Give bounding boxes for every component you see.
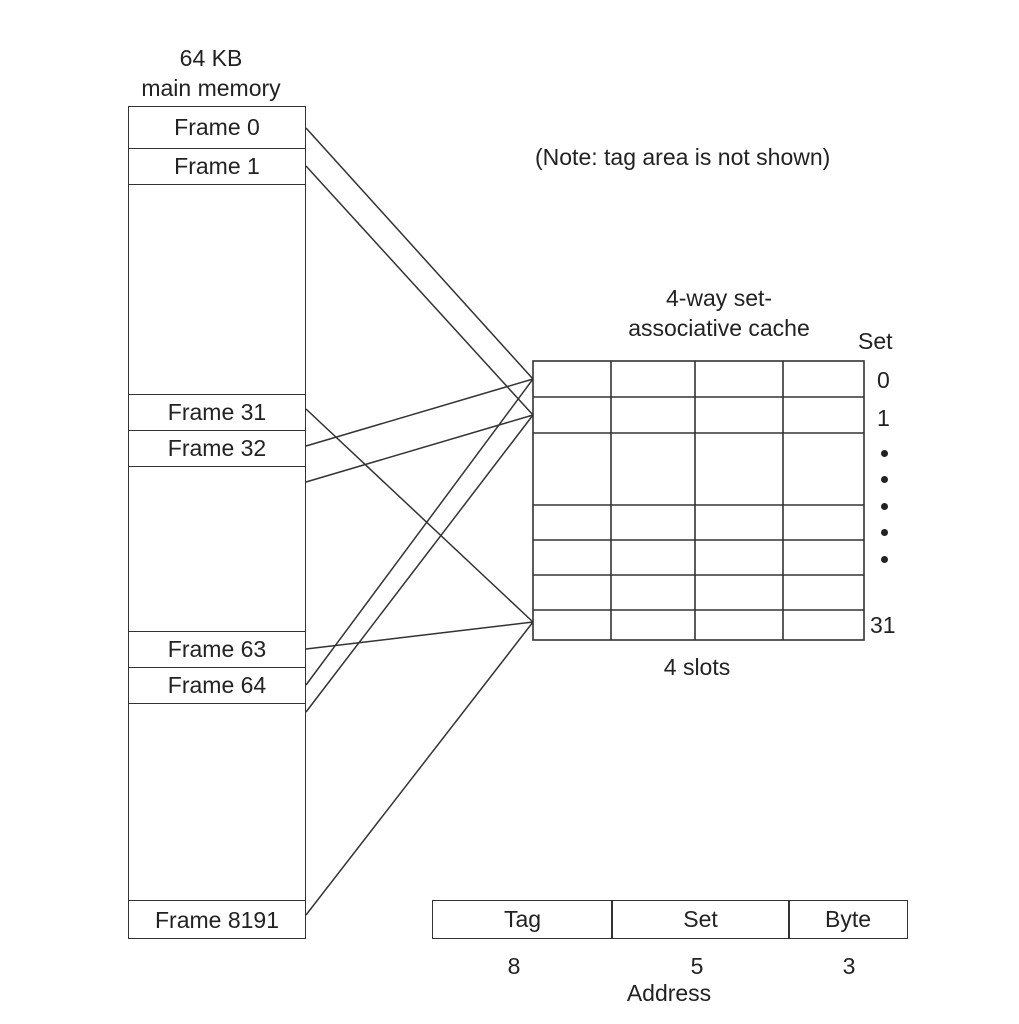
set-label-0: 0 bbox=[877, 367, 890, 393]
ellipsis-dot bbox=[881, 476, 888, 483]
address-bits-set: 5 bbox=[690, 953, 704, 979]
frame-1: Frame 1 bbox=[128, 148, 306, 185]
ellipsis-dot bbox=[881, 556, 888, 563]
memory-title-label: main memory bbox=[141, 75, 281, 101]
line-frame63-set31 bbox=[305, 621, 534, 650]
address-field-byte: Byte bbox=[788, 900, 908, 939]
set-column-header: Set bbox=[858, 328, 893, 354]
frame-8191: Frame 8191 bbox=[128, 900, 306, 939]
note-text: (Note: tag area is not shown) bbox=[535, 144, 831, 170]
slots-label: 4 slots bbox=[663, 654, 731, 680]
ellipsis-dot bbox=[881, 450, 888, 457]
frame-63: Frame 63 bbox=[128, 631, 306, 668]
line-frame32-set0 bbox=[305, 378, 534, 447]
line-frame0-set0 bbox=[305, 127, 534, 380]
frame-64: Frame 64 bbox=[128, 667, 306, 704]
line-frame31-set31 bbox=[305, 408, 534, 623]
line-frame64-set0 bbox=[305, 378, 534, 686]
address-bits-byte: 3 bbox=[842, 953, 856, 979]
mapping-lines bbox=[305, 127, 534, 916]
address-bits-tag: 8 bbox=[507, 953, 521, 979]
set-label-31: 31 bbox=[870, 612, 896, 638]
cache-title-line1: 4-way set- bbox=[665, 285, 773, 311]
line-frame64b-set1 bbox=[305, 414, 534, 713]
address-field-tag: Tag bbox=[432, 900, 613, 939]
address-field-set: Set bbox=[611, 900, 790, 939]
address-caption: Address bbox=[626, 980, 712, 1006]
memory-size-label: 64 KB bbox=[179, 45, 243, 71]
ellipsis-dot bbox=[881, 529, 888, 536]
cache-outline bbox=[532, 360, 865, 641]
ellipsis-dot bbox=[881, 503, 888, 510]
line-frame32b-set1 bbox=[305, 414, 534, 483]
set-label-1: 1 bbox=[877, 405, 890, 431]
cache-grid bbox=[532, 360, 865, 641]
frame-32: Frame 32 bbox=[128, 430, 306, 467]
line-frame8191-set31 bbox=[305, 621, 534, 916]
line-frame1-set1 bbox=[305, 165, 534, 416]
cache-title-line2: associative cache bbox=[628, 315, 810, 341]
frame-31: Frame 31 bbox=[128, 394, 306, 431]
